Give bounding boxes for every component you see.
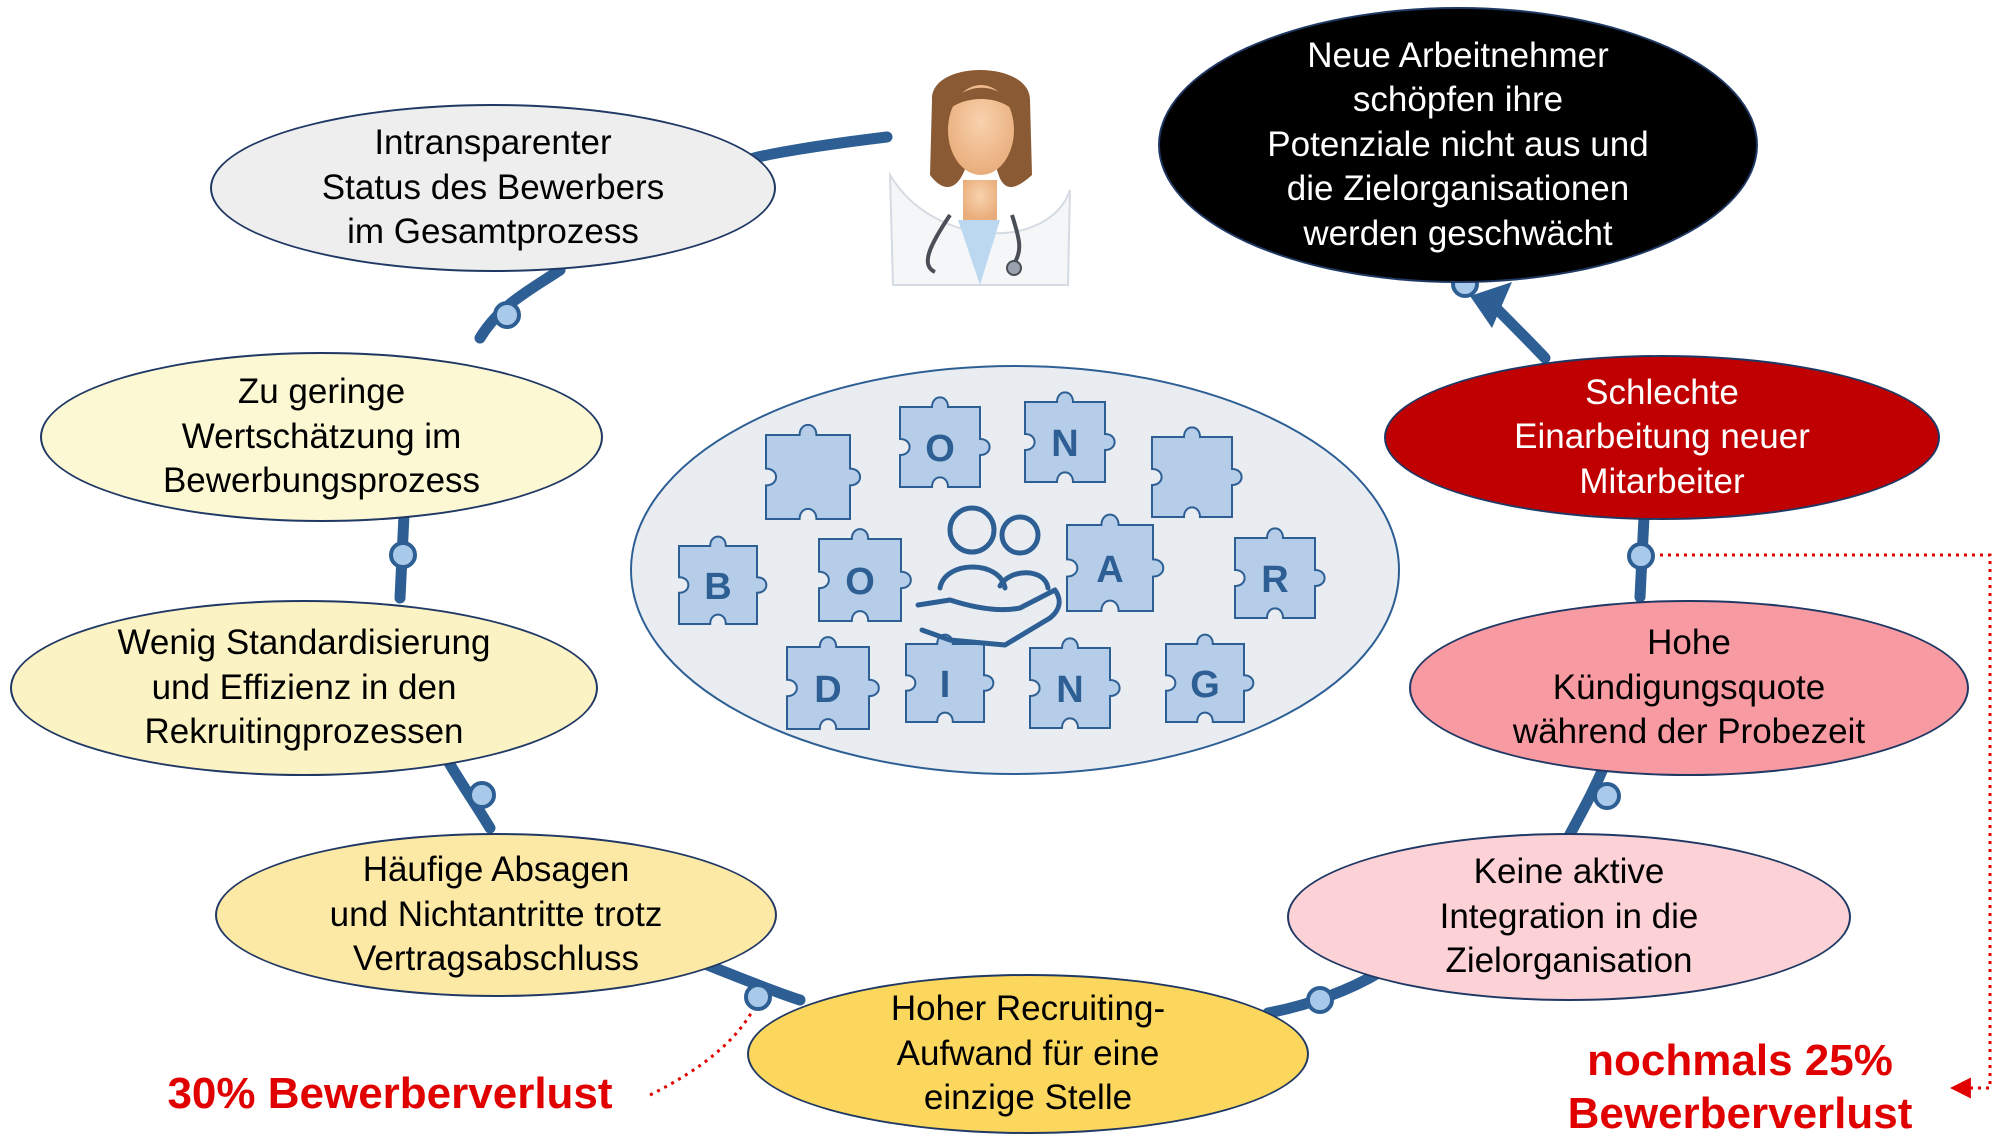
puzzle-piece bbox=[1029, 637, 1121, 729]
node-intransparent-status: Intransparenter Status des Bewerbers im … bbox=[210, 104, 776, 272]
puzzle-letter: G bbox=[1190, 664, 1220, 706]
ring-joint bbox=[744, 983, 772, 1011]
puzzle-piece bbox=[678, 535, 768, 625]
ring-joint bbox=[1627, 542, 1655, 570]
puzzle-piece bbox=[1165, 633, 1255, 723]
loss-label-30-percent: 30% Bewerberverlust bbox=[167, 1069, 613, 1118]
puzzle-piece bbox=[786, 636, 880, 730]
node-neue-arbeitnehmer: Neue Arbeitnehmer schöpfen ihre Potenzia… bbox=[1158, 7, 1758, 283]
people-in-hand-icon bbox=[915, 505, 1062, 648]
puzzle-letter: D bbox=[814, 669, 841, 711]
doctor-icon bbox=[888, 70, 1071, 286]
puzzle-piece bbox=[899, 396, 991, 488]
node-haeufige-absagen: Häufige Absagen und Nichtantritte trotz … bbox=[215, 833, 777, 997]
puzzle-piece bbox=[1024, 391, 1116, 483]
puzzle-piece bbox=[1234, 527, 1326, 619]
puzzle-letter: O bbox=[845, 561, 875, 603]
puzzle-piece bbox=[905, 633, 995, 723]
node-keine-aktive-integration: Keine aktive Integration in die Zielorga… bbox=[1287, 833, 1851, 1001]
node-zu-geringe-wertschaetzung: Zu geringe Wertschätzung im Bewerbungspr… bbox=[40, 352, 603, 522]
puzzle-letter: I bbox=[940, 664, 951, 706]
ring-joints bbox=[389, 270, 1655, 1014]
puzzle-piece bbox=[765, 423, 862, 520]
puzzle-piece bbox=[1066, 513, 1165, 612]
puzzle-letter: N bbox=[1051, 423, 1078, 465]
ring-joint bbox=[1593, 782, 1621, 810]
ring-segment bbox=[474, 264, 566, 344]
puzzle-group: B O O N A R D I N G bbox=[678, 391, 1326, 730]
puzzle-letter: O bbox=[925, 428, 955, 470]
ring-joint bbox=[389, 541, 417, 569]
puzzle-piece bbox=[818, 528, 912, 622]
ring-segment bbox=[742, 131, 893, 166]
loss-connector-2 bbox=[1660, 553, 1992, 1099]
ring-joint bbox=[493, 301, 521, 329]
puzzle-letter: B bbox=[704, 566, 731, 608]
node-schlechte-einarbeitung: Schlechte Einarbeitung neuer Mitarbeiter bbox=[1384, 355, 1940, 520]
ring-joint bbox=[1306, 986, 1334, 1014]
node-wenig-standardisierung: Wenig Standardisierung und Effizienz in … bbox=[10, 600, 598, 776]
ring-joint bbox=[468, 781, 496, 809]
arrow-head bbox=[1470, 282, 1512, 328]
puzzle-letter: N bbox=[1056, 669, 1083, 711]
node-hoher-recruiting-aufwand: Hoher Recruiting- Aufwand für eine einzi… bbox=[747, 974, 1309, 1134]
node-hohe-kuendigungsquote: Hohe Kündigungsquote während der Probeze… bbox=[1409, 600, 1969, 776]
puzzle-piece bbox=[1151, 426, 1243, 518]
puzzle-letter: A bbox=[1096, 549, 1123, 591]
loss-label-25-percent: nochmals 25% Bewerberverlust bbox=[1567, 1036, 1913, 1138]
puzzle-letter: R bbox=[1261, 559, 1288, 601]
loss-connector-1 bbox=[649, 999, 760, 1097]
